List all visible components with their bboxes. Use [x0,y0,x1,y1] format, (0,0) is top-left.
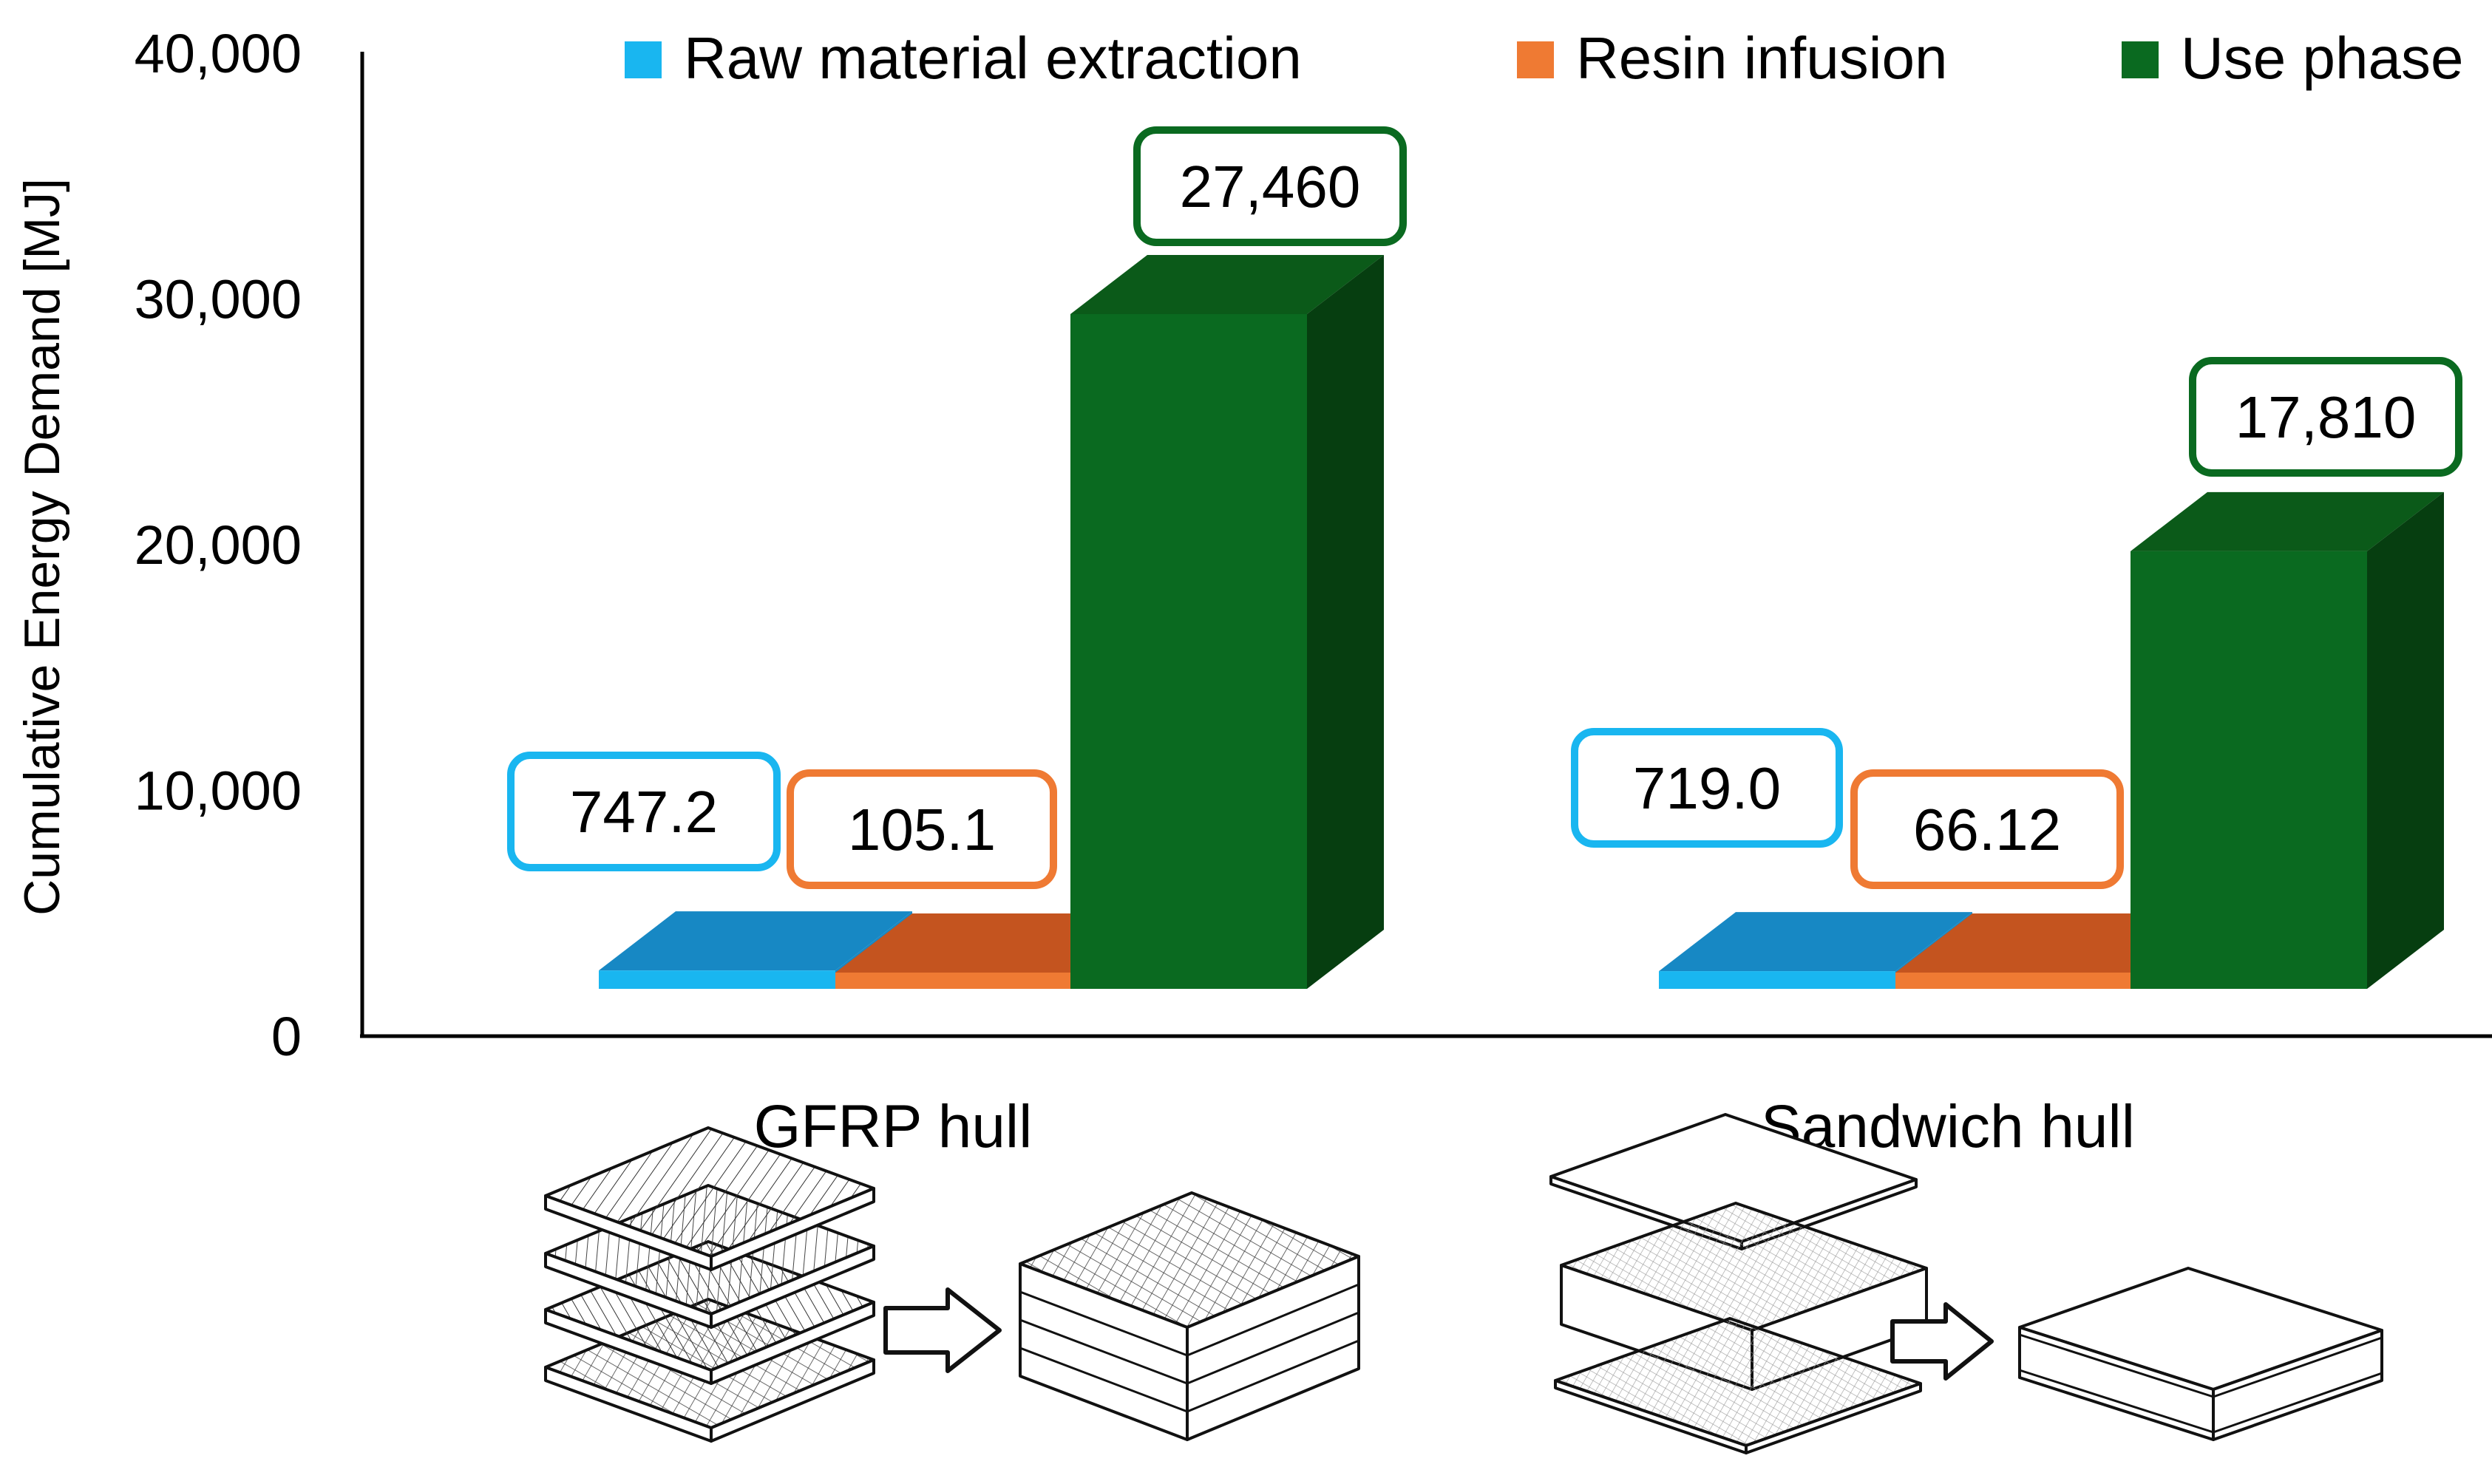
bar-front-face [599,970,835,989]
data-label-text: 66.12 [1913,797,2061,862]
bar-top-face [599,911,912,971]
legend-swatch [2122,41,2159,78]
y-tick-label: 20,000 [135,514,302,576]
bar-side-face [1307,254,1384,990]
y-tick-label: 40,000 [135,23,302,84]
data-label-text: 747.2 [570,779,718,845]
sandwich-panel-block [2018,1267,2383,1441]
legend-swatch [625,41,662,78]
bar [2131,491,2444,989]
data-label-box [1571,728,1843,848]
bar [1070,254,1384,990]
data-label: 66.12 [1850,769,2124,889]
y-tick-label: 0 [271,1006,302,1067]
bar-front-face [2131,551,2367,989]
bar-front-face [1659,971,1895,989]
y-axis-label: Cumulative Energy Demand [MJ] [14,178,70,916]
bar-front-face [1895,973,2132,989]
data-label: 747.2 [507,752,781,871]
legend-label: Raw material extraction [684,25,1302,91]
bar-top-face [1070,254,1384,314]
arrow-icon [883,1287,1002,1373]
sandwich-panel-stack-diagram [1549,1113,2383,1454]
data-label: 17,810 [2189,357,2462,477]
data-labels: 747.2 105.1 27,460 719.0 66.12 17,810 [507,126,2462,889]
data-label-box [1850,769,2124,889]
bar-top-face [1659,912,1972,972]
legend-label: Resin infusion [1576,25,1948,91]
data-label-text: 17,810 [2235,384,2417,450]
bar-top-face [2131,491,2444,551]
bars [599,254,2444,990]
data-label: 27,460 [1133,126,1407,246]
y-tick-label: 30,000 [135,269,302,330]
data-label: 719.0 [1571,728,1843,848]
category-label-gfrp: GFRP hull [754,1093,1033,1160]
data-label-box [1133,126,1407,246]
data-label-box [787,769,1057,889]
data-label-box [507,752,781,871]
sandwich-bottom-skin [1554,1317,1922,1454]
data-label-text: 719.0 [1633,755,1781,821]
data-label-box [2189,357,2462,477]
gfrp-laminate-block [1019,1191,1360,1441]
bar-front-face [835,973,1072,989]
bar-front-face [1070,313,1307,990]
data-label: 105.1 [787,769,1057,889]
data-label-text: 27,460 [1180,154,1361,219]
gfrp-ply-1 [544,1126,875,1271]
gfrp-laminate-stack-diagram [544,1126,1360,1443]
arrow-icon [1890,1302,1994,1381]
y-tick-labels: 0 10,000 20,000 30,000 40,000 [135,23,302,1067]
legend-swatch [1517,41,1554,78]
data-label-text: 105.1 [848,797,996,862]
legend-label: Use phase [2181,25,2463,91]
y-tick-label: 10,000 [135,760,302,822]
bar-side-face [2367,491,2444,989]
legend: Raw material extraction Resin infusion Use… [625,25,2463,91]
